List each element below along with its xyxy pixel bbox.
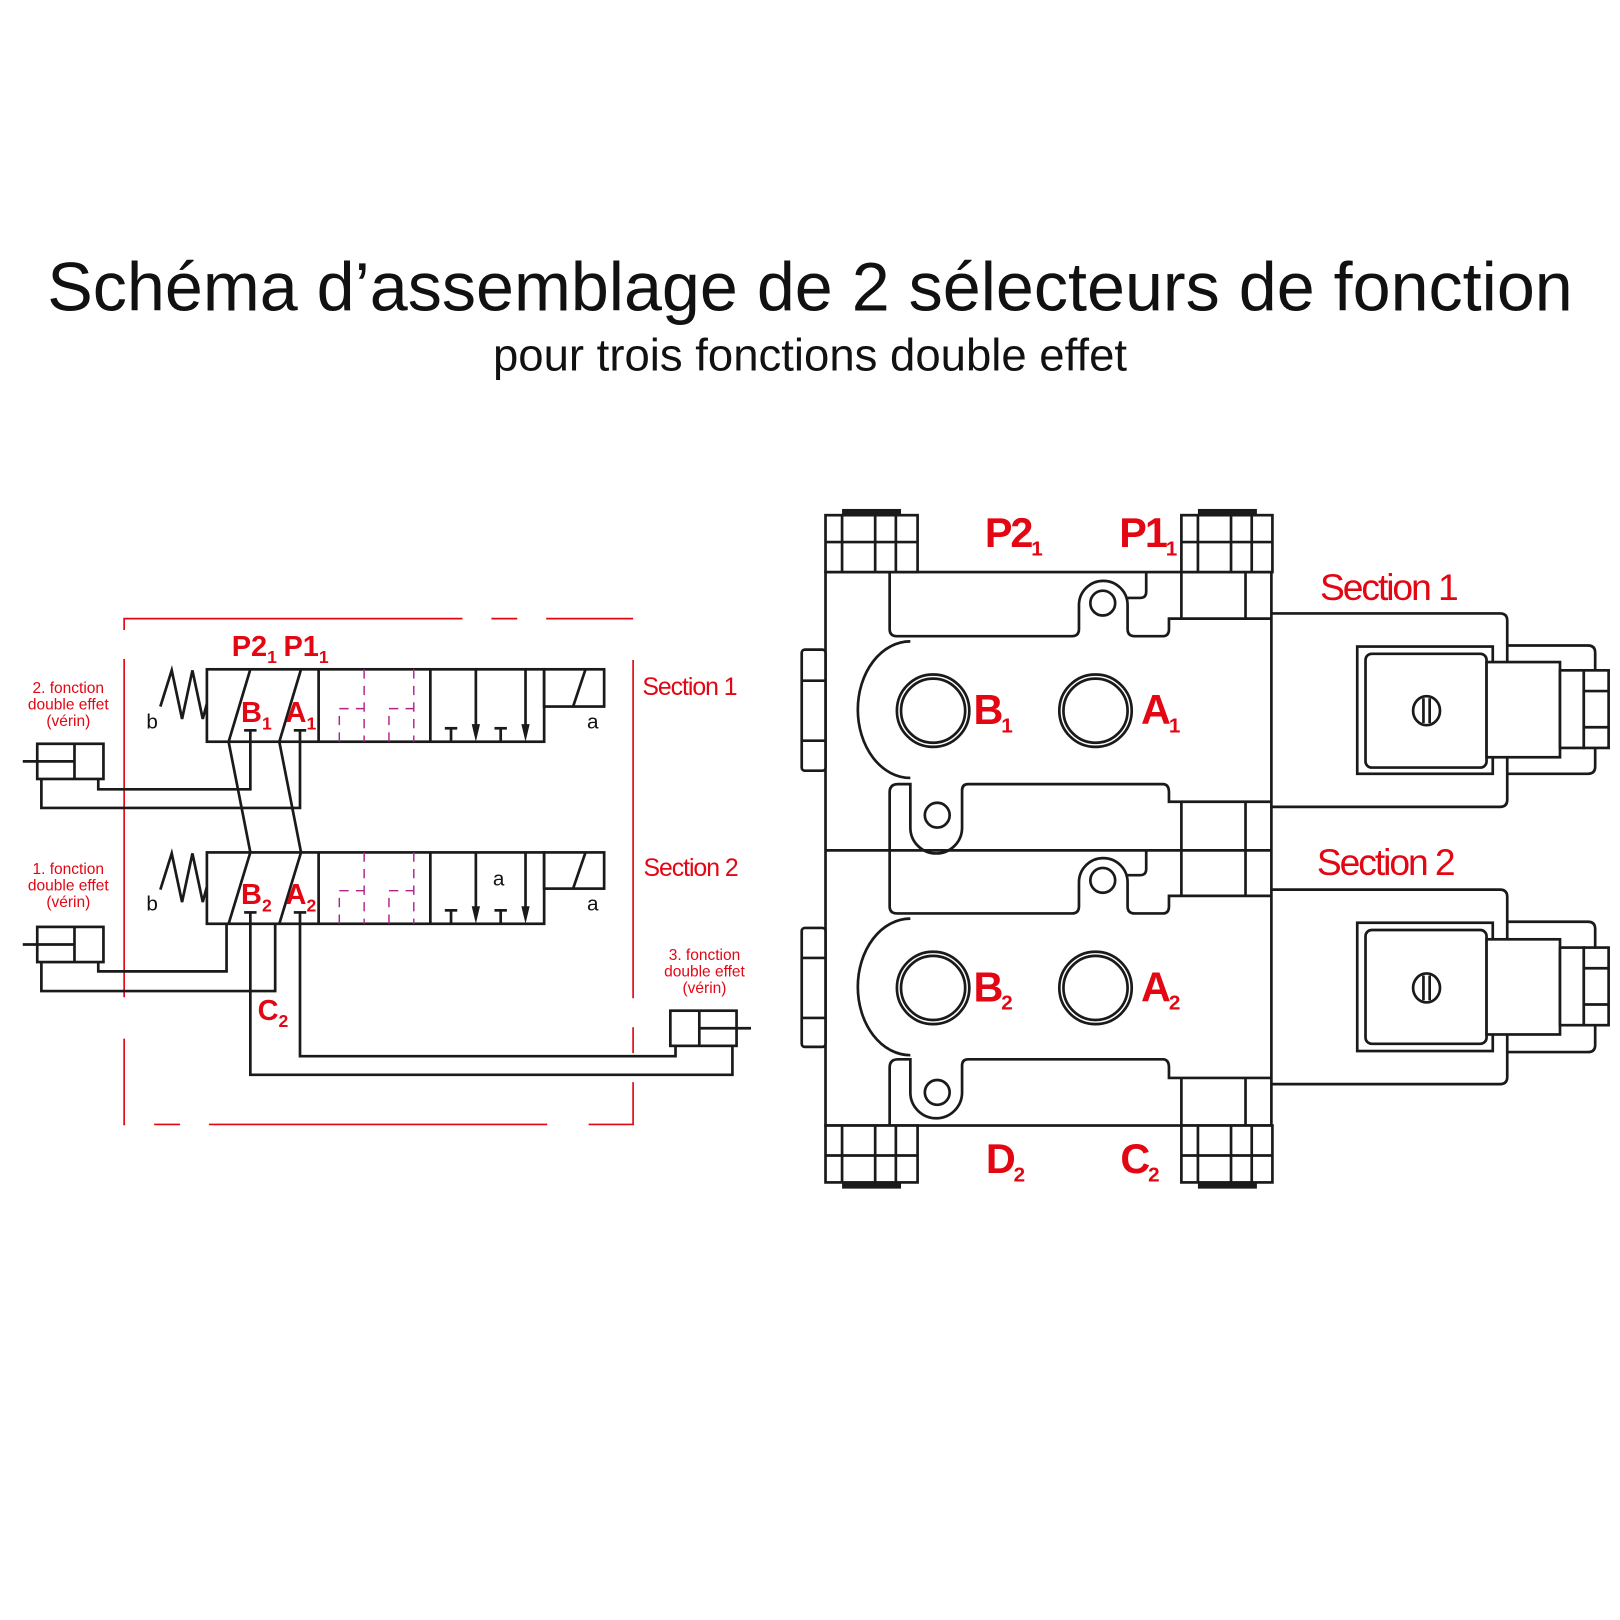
svg-text:P11: P11	[1119, 510, 1176, 560]
svg-text:A2: A2	[286, 879, 317, 915]
svg-text:A2: A2	[1141, 964, 1180, 1014]
hydraulic-schematic: b a b a a	[22, 617, 752, 1126]
svg-text:P21: P21	[232, 631, 277, 667]
position-label: a	[493, 868, 505, 891]
svg-text:B1: B1	[241, 697, 272, 733]
svg-text:3. fonction: 3. fonction	[669, 947, 741, 964]
solenoid-coil-2	[1271, 888, 1610, 1086]
svg-text:(vérin): (vérin)	[46, 894, 90, 911]
spring-icon	[159, 848, 209, 903]
svg-text:2. fonction: 2. fonction	[33, 680, 105, 697]
svg-text:P11: P11	[283, 631, 328, 667]
cylinder-2	[22, 741, 302, 810]
svg-text:D2: D2	[986, 1136, 1025, 1186]
svg-text:C2: C2	[258, 995, 289, 1031]
fitting-p2	[824, 508, 919, 574]
cylinder-1	[22, 923, 277, 993]
svg-text:double effet: double effet	[664, 964, 745, 981]
valve-block-drawing: P21 P11 B1 A1 B2 A2 D2 C2 Section 1 Sect…	[800, 508, 1610, 1189]
cylinder-3	[249, 923, 752, 1077]
section-1-label: Section 1	[642, 674, 736, 701]
svg-text:1. fonction: 1. fonction	[33, 861, 105, 878]
block-section-1-label: Section 1	[1320, 566, 1457, 608]
svg-text:double effet: double effet	[28, 697, 109, 714]
block-section-2-label: Section 2	[1317, 841, 1454, 883]
section-2-label: Section 2	[643, 855, 737, 882]
solenoid-coil-1	[1271, 612, 1610, 809]
svg-text:B2: B2	[973, 964, 1012, 1014]
fitting-c2	[1180, 1124, 1274, 1189]
svg-text:(vérin): (vérin)	[683, 980, 727, 997]
screw-icon	[1411, 972, 1442, 1004]
block-port-labels: P21 P11 B1 A1 B2 A2 D2 C2	[973, 510, 1181, 1186]
function-labels: 2. fonction double effet (vérin) 1. fonc…	[28, 680, 746, 997]
solenoid-label: a	[587, 710, 599, 733]
subtitle: pour trois fonctions double effet	[493, 329, 1127, 380]
port-labels: P21 P11 B1 A1 B2 A2 C2	[232, 631, 329, 1031]
svg-text:B2: B2	[241, 879, 272, 915]
svg-text:C2: C2	[1120, 1136, 1159, 1186]
valve-section-2: b a a	[146, 848, 606, 926]
svg-text:A1: A1	[1141, 687, 1180, 737]
fitting-p1	[1180, 508, 1274, 574]
screw-icon	[1411, 694, 1442, 727]
fitting-d2	[824, 1124, 919, 1189]
spring-icon	[159, 665, 209, 720]
spring-label: b	[146, 892, 158, 915]
solenoid-label: a	[587, 892, 599, 915]
spring-label: b	[146, 710, 158, 733]
valve-section-1: b a	[146, 665, 606, 744]
svg-text:P21: P21	[985, 510, 1042, 560]
svg-text:B1: B1	[973, 687, 1012, 737]
svg-text:double effet: double effet	[28, 878, 109, 895]
section-frame	[123, 617, 634, 1126]
title: Schéma d’assemblage de 2 sélecteurs de f…	[47, 249, 1573, 325]
svg-text:A1: A1	[286, 697, 317, 733]
svg-text:(vérin): (vérin)	[46, 713, 90, 730]
